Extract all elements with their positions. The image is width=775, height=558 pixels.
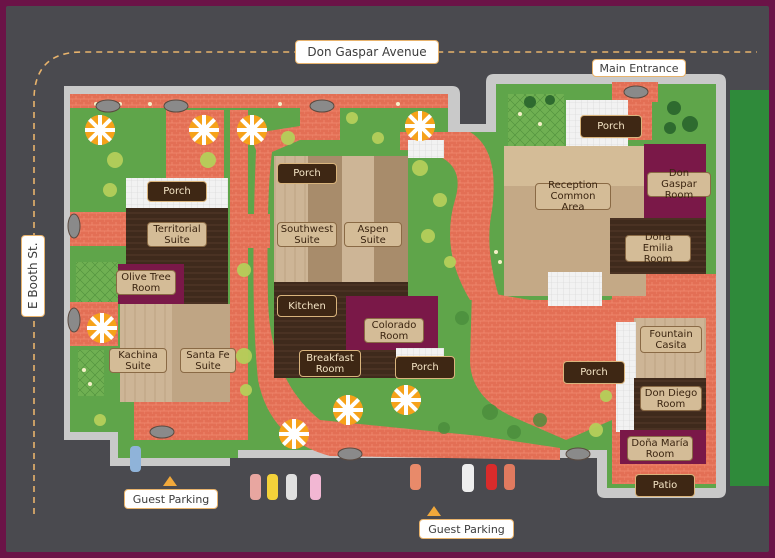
room-label-kitchen[interactable]: Kitchen	[277, 295, 337, 317]
patio-umbrellas	[85, 111, 435, 449]
room-label-colorado[interactable]: Colorado Room	[364, 318, 424, 343]
room-label-don-gaspar[interactable]: Don Gaspar Room	[647, 168, 711, 201]
parking-arrow-bottom	[427, 506, 441, 516]
room-label-porch-center[interactable]: Porch	[277, 163, 337, 184]
parking-arrow-left	[163, 476, 177, 486]
room-label-don-diego[interactable]: Don Diego Room	[640, 386, 702, 411]
room-label-southwest[interactable]: Southwest Suite	[277, 222, 337, 247]
room-label-kachina[interactable]: Kachina Suite	[109, 348, 167, 373]
room-label-breakfast[interactable]: Breakfast Room	[299, 350, 361, 377]
room-label-santa-fe[interactable]: Santa Fe Suite	[180, 348, 236, 373]
street-label-west: E Booth St.	[21, 235, 45, 317]
room-label-dona-emilia[interactable]: Doña Emilia Room	[625, 232, 691, 265]
room-label-dona-maria[interactable]: Doña María Room	[627, 436, 693, 461]
street-label-north: Don Gaspar Avenue	[295, 40, 439, 64]
room-label-porch-south[interactable]: Porch	[395, 356, 455, 379]
room-label-porch-west[interactable]: Porch	[147, 181, 207, 202]
room-label-reception[interactable]: Reception Common Area	[535, 180, 611, 213]
room-label-territorial[interactable]: Territorial Suite	[147, 222, 207, 247]
main-entrance-sign: Main Entrance	[592, 59, 686, 77]
room-label-aspen[interactable]: Aspen Suite	[344, 222, 402, 247]
parked-cars	[130, 446, 515, 500]
guest-parking-sign-bottom: Guest Parking	[419, 519, 514, 539]
room-label-porch-north[interactable]: Porch	[580, 115, 642, 138]
room-label-patio[interactable]: Patio	[635, 474, 695, 497]
room-label-olive-tree[interactable]: Olive Tree Room	[116, 270, 176, 295]
room-label-porch-east[interactable]: Porch	[563, 361, 625, 384]
guest-parking-sign-left: Guest Parking	[124, 489, 218, 509]
room-label-fountain[interactable]: Fountain Casita	[640, 326, 702, 353]
